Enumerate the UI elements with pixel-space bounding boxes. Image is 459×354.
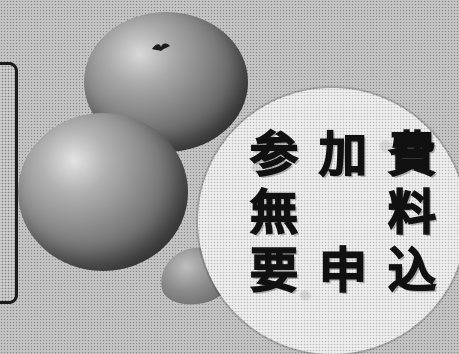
badge-row-fee: 参 加 費	[248, 126, 438, 184]
orange-stem-icon	[152, 43, 170, 51]
badge-char: 申	[318, 243, 368, 299]
badge-row-apply: 要 申 込	[248, 242, 438, 300]
orange-front	[18, 113, 188, 271]
badge-char: 無	[249, 185, 299, 241]
badge-char: 加	[318, 127, 368, 183]
badge-char: 参	[249, 127, 299, 183]
badge-char: 要	[249, 243, 299, 299]
badge-row-free: 無 料	[248, 184, 438, 242]
flyer-illustration: 参 加 費 無 料 要 申 込	[0, 12, 459, 354]
badge-text: 参 加 費 無 料 要 申 込	[248, 126, 438, 300]
badge-circle	[198, 88, 459, 354]
badge-char: 込	[387, 243, 437, 299]
left-edge-panel	[0, 62, 18, 304]
badge-char: 費	[387, 127, 437, 183]
badge-char: 料	[387, 185, 437, 241]
